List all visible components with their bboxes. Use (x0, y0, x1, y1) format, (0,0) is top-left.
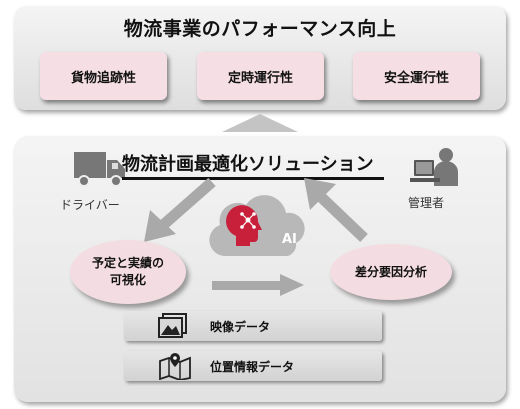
up-arrow (222, 114, 298, 132)
image-icon (158, 313, 187, 338)
ellipse-left-line2: 可視化 (109, 273, 146, 287)
solution-title: 物流計画最適化ソリューション (122, 154, 374, 175)
ai-label: AI (282, 232, 297, 247)
box-safe-operation: 安全運行性 (353, 52, 480, 100)
driver-label: ドライバー (60, 198, 120, 212)
ellipse-difference-analysis: 差分要因分析 (330, 244, 452, 300)
arrow-up-left (304, 178, 368, 242)
top-title: 物流事業のパフォーマンス向上 (123, 18, 397, 40)
title-underline (122, 177, 384, 180)
arrow-right (212, 274, 304, 296)
arrow-down-left (144, 177, 216, 242)
ellipse-plan-vs-actual: 予定と実績の 可視化 (70, 240, 186, 304)
location-data-label: 位置情報データ (210, 360, 295, 374)
ellipse-left-line1: 予定と実績の (91, 256, 164, 270)
video-data-label: 映像データ (210, 320, 271, 334)
box-cargo-tracking: 貨物追跡性 (40, 52, 167, 100)
manager-label: 管理者 (408, 196, 445, 210)
ai-head-icon (226, 205, 262, 246)
cloud-icon (209, 195, 305, 256)
box-on-time-operation: 定時運行性 (197, 52, 324, 100)
map-pin-icon (159, 353, 191, 380)
truck-icon (74, 152, 125, 187)
person-at-computer-icon (410, 148, 458, 186)
